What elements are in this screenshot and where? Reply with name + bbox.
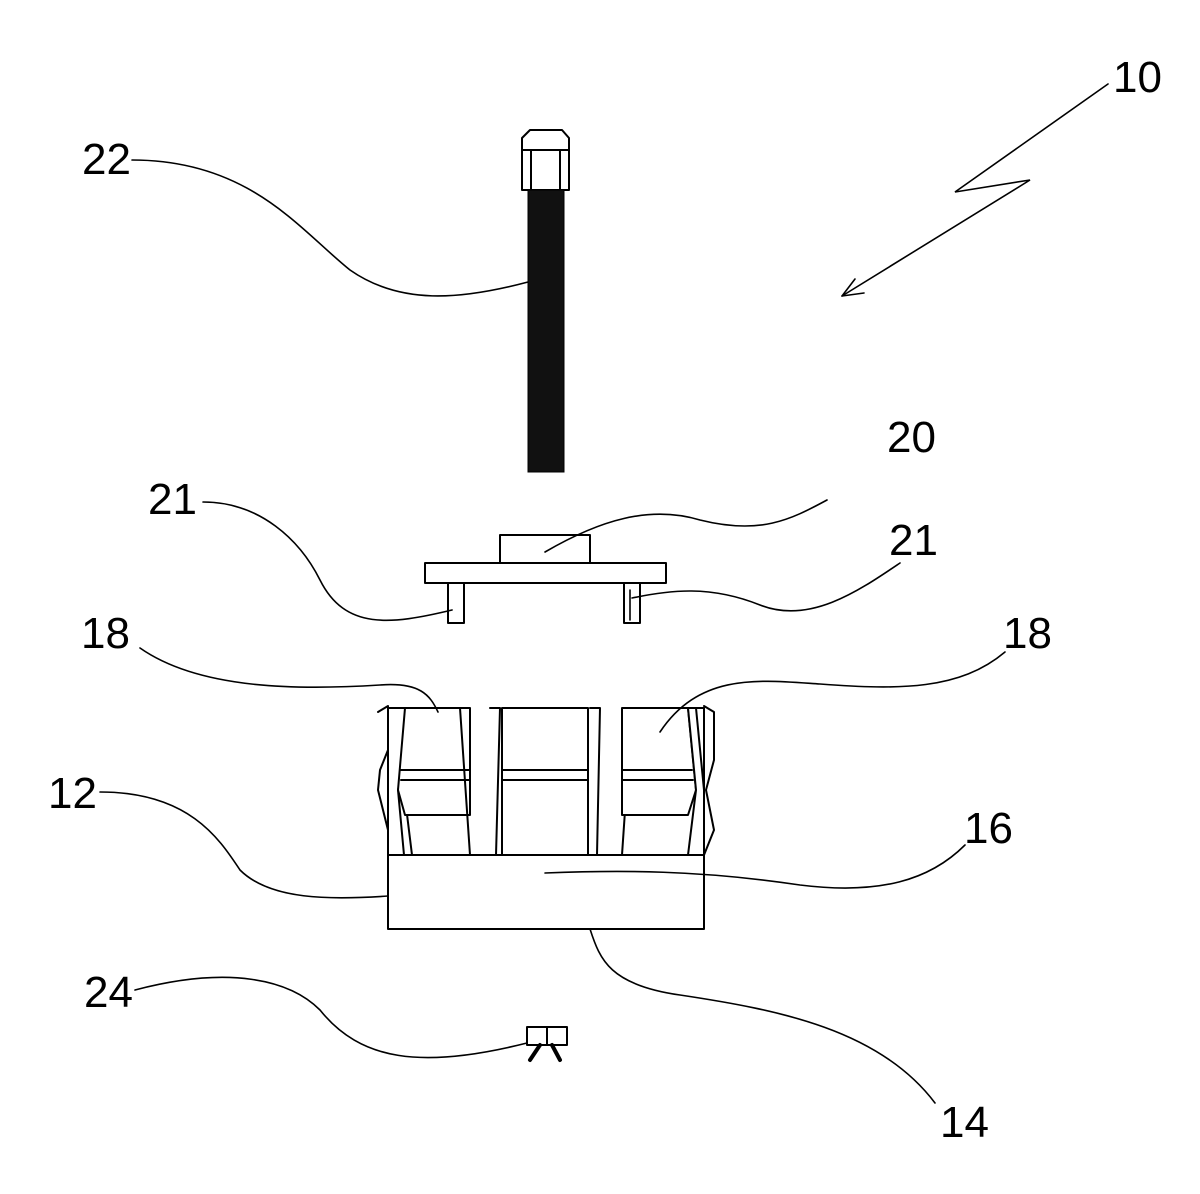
label-21-right: 21 xyxy=(889,516,938,565)
label-10: 10 xyxy=(1113,53,1162,102)
label-18-right: 18 xyxy=(1003,609,1052,658)
label-20: 20 xyxy=(887,413,936,462)
label-18-left: 18 xyxy=(81,609,130,658)
label-12: 12 xyxy=(48,769,97,818)
label-14: 14 xyxy=(940,1098,989,1147)
housing-base xyxy=(388,855,704,929)
label-24: 24 xyxy=(84,968,133,1017)
pin-right xyxy=(624,583,640,623)
pressure-plate xyxy=(425,535,666,623)
label-16: 16 xyxy=(964,804,1013,853)
small-clip xyxy=(527,1027,567,1060)
housing xyxy=(378,706,714,929)
bolt xyxy=(522,130,569,472)
label-21-left: 21 xyxy=(148,475,197,524)
pin-left xyxy=(448,583,464,623)
assembly-reference-arrow xyxy=(842,84,1108,296)
label-22: 22 xyxy=(82,135,131,184)
reference-numerals: 10 22 20 21 21 18 18 12 16 24 14 xyxy=(48,53,1162,1147)
